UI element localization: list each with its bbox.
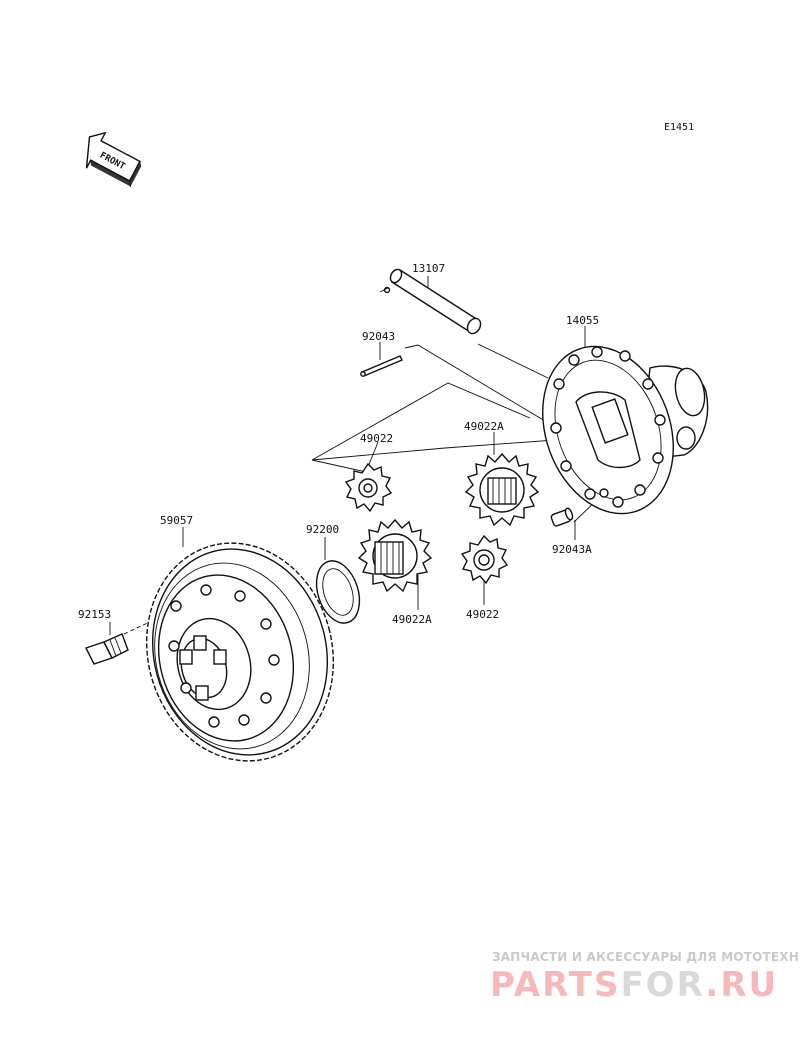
diagram-code: E1451 [664, 122, 694, 133]
pinion-gear-49022-lower [460, 534, 509, 585]
side-gear-49022a-lower [357, 518, 433, 593]
watermark-logo-ru: .RU [705, 965, 779, 1005]
label-92153: 92153 [78, 608, 111, 621]
label-49022-upper: 49022 [360, 432, 393, 445]
label-92043: 92043 [362, 330, 395, 343]
watermark-logo-parts: PARTS [490, 965, 621, 1005]
side-gear-49022a-upper [464, 452, 540, 527]
washer-92200 [315, 560, 361, 624]
dowel-92043a [550, 507, 574, 527]
bolt-92153 [85, 633, 129, 665]
part-labels: 13107 14055 92043 49022 49022A 92200 490… [78, 262, 599, 626]
shaft-13107 [379, 268, 482, 335]
watermark-tagline: ЗАПЧАСТИ И АКСЕССУАРЫ ДЛЯ МОТОТЕХНИКИ [492, 950, 800, 964]
label-49022a-lower: 49022A [392, 613, 432, 626]
front-arrow: FRONT [85, 131, 142, 188]
label-59057: 59057 [160, 514, 193, 527]
watermark-logo: PARTSFOR.RU [490, 965, 795, 1005]
leader-lines [109, 276, 601, 635]
label-92200: 92200 [306, 523, 339, 536]
watermark-logo-for: FOR [620, 965, 706, 1005]
label-13107: 13107 [412, 262, 445, 275]
housing-14055 [542, 345, 709, 515]
pin-92043 [360, 355, 403, 377]
pinion-gear-49022-upper [344, 462, 393, 513]
label-92043a: 92043A [552, 543, 592, 556]
label-49022a-upper: 49022A [464, 420, 504, 433]
label-14055: 14055 [566, 314, 599, 327]
label-49022-lower: 49022 [466, 608, 499, 621]
ring-gear-59057 [145, 542, 335, 762]
